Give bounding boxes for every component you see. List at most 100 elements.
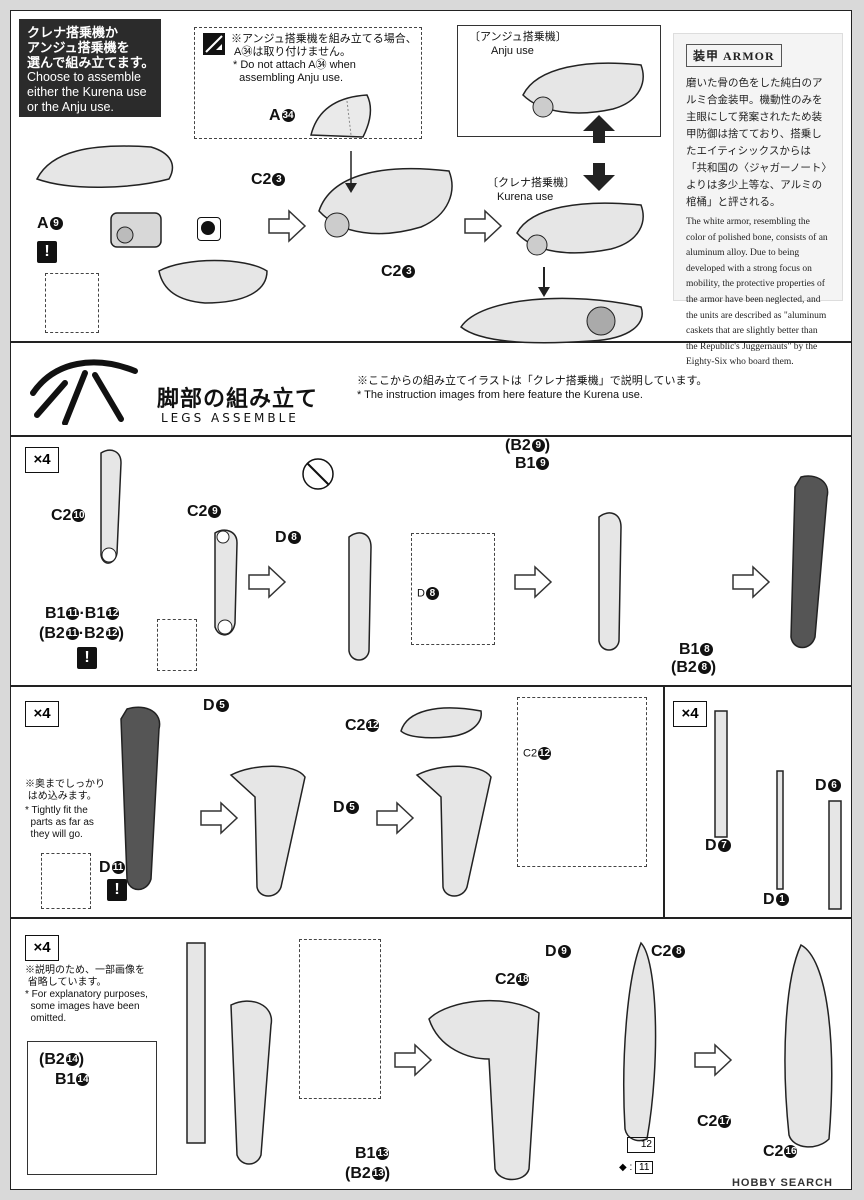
- right-arrow-icon-6: [200, 801, 239, 835]
- right-arrow-icon: [268, 209, 307, 243]
- instruction-sheet: クレナ搭乗機か アンジュ搭乗機を 選んで組み立てます。 Choose to as…: [10, 10, 852, 1190]
- section-choose-variant: クレナ搭乗機か アンジュ搭乗機を 選んで組み立てます。 Choose to as…: [11, 11, 851, 367]
- choose-variant-jp: クレナ搭乗機か アンジュ搭乗機を 選んで組み立てます。: [27, 25, 155, 70]
- right-arrow-icon-3: [248, 565, 287, 599]
- right-arrow-icon-2: [464, 209, 503, 243]
- armor-title: 装甲 ARMOR: [686, 44, 782, 67]
- part-a34-illustration: [310, 94, 372, 138]
- step2-right-multiplier: ×4: [673, 701, 707, 727]
- step3-note-en: * For explanatory purposes, some images …: [25, 989, 148, 1024]
- circle-marker-icon: [197, 217, 221, 241]
- kurena-use-label-en: Kurena use: [497, 191, 554, 203]
- choose-variant-box: クレナ搭乗機か アンジュ搭乗機を 選んで組み立てます。 Choose to as…: [19, 19, 161, 117]
- choose-variant-en: Choose to assemble either the Kurena use…: [27, 70, 147, 114]
- legs-title-jp: 脚部の組み立て: [157, 386, 319, 412]
- leg-silhouette-icon: [30, 359, 138, 425]
- right-arrow-icon-8: [394, 1043, 433, 1077]
- anju-cockpit-illustration: [522, 62, 644, 118]
- legs-note-en: * The instruction images from here featu…: [357, 389, 643, 401]
- watermark-logo: HOBBY SEARCH: [731, 1177, 833, 1189]
- step2-multiplier: ×4: [25, 701, 59, 727]
- caution-icon-step1: !: [77, 647, 97, 669]
- right-arrow-icon-4: [514, 565, 553, 599]
- c2-12-detail-box: [517, 697, 647, 867]
- step3-multiplier: ×4: [25, 935, 59, 961]
- leg-assembly-step2: [598, 512, 622, 651]
- b1-14-detail-box: [27, 1041, 157, 1175]
- knee-assembly-step4: [415, 765, 492, 897]
- legs-note-jp: ※ここからの組み立てイラストは「クレナ搭乗機」で説明しています。: [357, 375, 708, 387]
- anju-use-label-jp: 〔アンジュ搭乗機〕: [469, 31, 567, 43]
- right-arrow-icon-5: [732, 565, 771, 599]
- piston-detail-box: [299, 939, 381, 1099]
- anju-note-box: [194, 27, 422, 139]
- cockpit-shell-illustration: [35, 145, 174, 188]
- frame-illustration: [110, 212, 162, 248]
- anju-use-label-en: Anju use: [491, 45, 534, 57]
- decal-seal-12: 12: [627, 1137, 655, 1153]
- legs-title-en: LEGS ASSEMBLE: [161, 411, 299, 425]
- shin-part-c2-9: [214, 529, 238, 636]
- no-attach-icon: [203, 33, 225, 55]
- kurena-cockpit-illustration: [516, 202, 644, 256]
- side-armor-panel: [623, 941, 657, 1142]
- caution-icon-step2: !: [107, 879, 127, 901]
- anju-note-en: * Do not attach A㉞ when assembling Anju …: [233, 59, 356, 84]
- a9-detail-box: [45, 273, 99, 333]
- d8-detail-box: [411, 533, 495, 645]
- assembled-cockpit-illustration: [318, 151, 453, 238]
- piston-part-d6: [828, 800, 842, 910]
- step3-note-jp: ※説明のため、一部画像を 省略しています。: [25, 965, 145, 988]
- step2-note-jp: ※奥までしっかり はめ込みます。: [25, 779, 105, 802]
- anju-note-jp: ※アンジュ搭乗機を組み立てる場合、 A㉞は取り付けません。: [231, 33, 417, 58]
- leg-assembly-step1: [348, 532, 372, 661]
- finished-leg-illustration: [784, 943, 833, 1148]
- full-unit-illustration: [459, 297, 643, 344]
- armor-text-en: The white armor, resembling the color of…: [686, 217, 828, 368]
- d11-detail-box: [41, 853, 91, 909]
- step3-section: ×4 ※説明のため、一部画像を 省略しています。 * For explanato…: [11, 919, 851, 1191]
- knee-assembly-step2: [120, 706, 161, 891]
- step2-section: ×4 ※奥までしっかり はめ込みます。 * Tightly fit the pa…: [11, 687, 851, 919]
- down-arrow-icon: [538, 267, 550, 297]
- right-arrow-icon-9: [694, 1043, 733, 1077]
- right-arrow-icon-7: [376, 801, 415, 835]
- knee-cover-c2-12: [400, 707, 482, 739]
- piston-part-d7: [714, 710, 728, 838]
- decal-seal-11: ◆ : 11: [619, 1159, 689, 1177]
- leg-assembly-full: [428, 999, 540, 1181]
- no-cutter-icon: [302, 458, 334, 490]
- double-arrow-icon: [583, 115, 615, 191]
- kurena-use-label-jp: 〔クレナ搭乗機〕: [487, 177, 575, 189]
- step2-divider: [663, 687, 665, 917]
- thigh-part-c2-10: [100, 449, 122, 564]
